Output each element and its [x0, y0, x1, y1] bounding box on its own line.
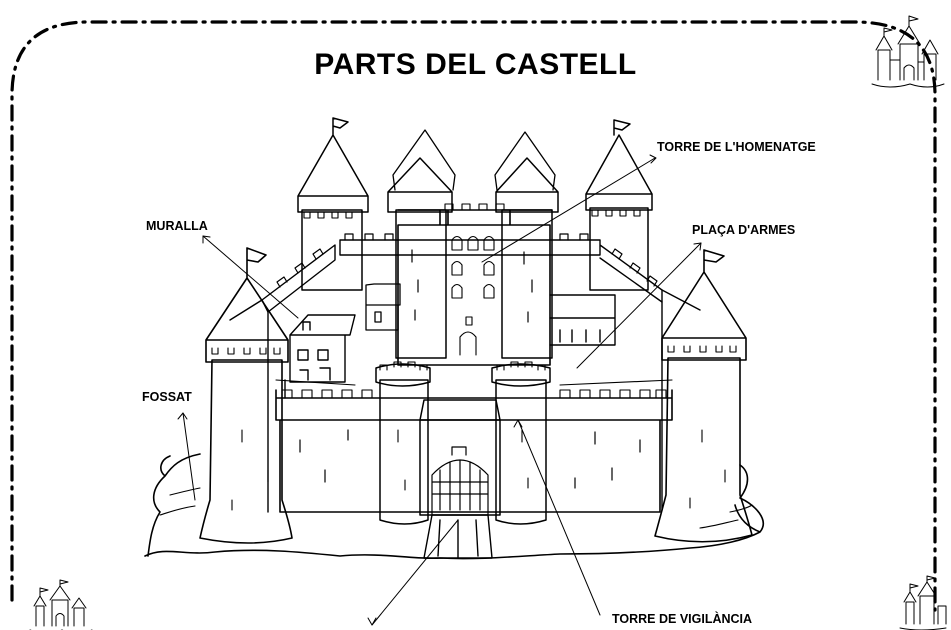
label-fossat: FOSSAT [142, 390, 192, 404]
keep-tower-right [495, 157, 559, 359]
pointer-muralla-head [202, 235, 211, 244]
drawbridge [423, 514, 493, 559]
front-left-tower [199, 247, 293, 544]
page-title: PARTS DEL CASTELL [314, 48, 637, 81]
pointer-homenatge-head [649, 154, 657, 164]
rear-wall [261, 239, 663, 313]
moat-water-lines [159, 487, 753, 529]
back-right-tower [585, 119, 653, 291]
dashed-frame-border [10, 20, 937, 612]
pointer-bottom-unlabeled [371, 519, 459, 626]
front-right-tower [654, 249, 753, 543]
castle-icon-top-right [871, 15, 945, 88]
gatehouse [419, 399, 501, 516]
keep-merlons [444, 203, 505, 211]
gate-tower-left [375, 363, 431, 525]
keep-arrow-slits [411, 249, 533, 323]
front-right-tower-details [667, 345, 737, 509]
label-torre-vigilancia: TORRE DE VIGILÀNCIA [612, 612, 753, 626]
pointer-placa [576, 242, 702, 369]
pointer-muralla [202, 235, 299, 319]
front-wall [275, 389, 673, 513]
keep-tower-left [387, 157, 453, 359]
gate-tower-merlons [379, 361, 546, 491]
moat-outline [144, 453, 764, 560]
pointer-fossat-head [177, 412, 188, 420]
pointer-bottom-unlabeled-head [367, 617, 377, 626]
courtyard-right-building [549, 294, 616, 346]
front-wall-merlons [275, 379, 673, 399]
pointer-fossat [182, 412, 196, 501]
gate-portcullis [431, 446, 489, 516]
front-left-tower-details [211, 347, 281, 511]
castle-icon-bottom-left [29, 579, 93, 630]
label-torre-homenatge: TORRE DE L'HOMENATGE [657, 140, 816, 154]
tower-merlons-back [303, 209, 641, 219]
label-placa-armes: PLAÇA D'ARMES [692, 223, 796, 237]
keep-tower-right-back [494, 131, 556, 191]
courtyard-shed [365, 283, 401, 331]
keep-windows [451, 235, 495, 356]
pointer-vigilancia-head [513, 419, 523, 428]
castle-icon-bottom-right [899, 575, 947, 630]
pointer-homenatge [481, 157, 656, 263]
front-wall-slits [299, 429, 641, 489]
keep-tower-left-back [392, 129, 456, 191]
label-muralla: MURALLA [146, 219, 208, 233]
back-left-tower [297, 117, 369, 291]
rear-wall-merlons [276, 233, 658, 288]
courtyard-house [289, 314, 356, 383]
pointer-vigilancia [517, 419, 601, 616]
pointer-placa-head [693, 242, 702, 251]
